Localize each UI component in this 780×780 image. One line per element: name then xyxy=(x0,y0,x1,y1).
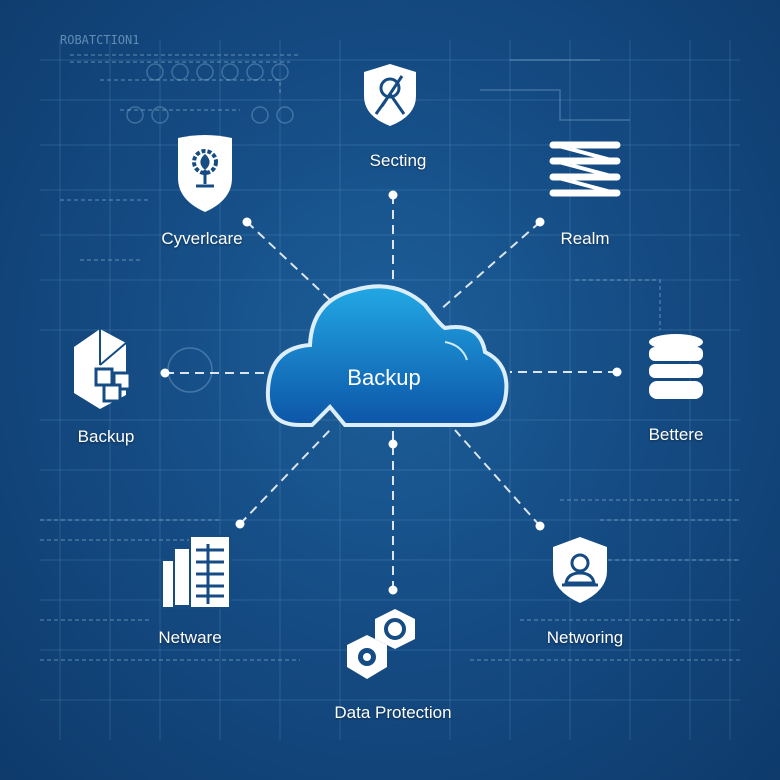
node-label-netware: Netware xyxy=(158,628,222,647)
node-label-backup: Backup xyxy=(77,427,135,446)
documents-icon[interactable] xyxy=(160,534,234,612)
connector-dot xyxy=(535,521,545,531)
shield-user-icon[interactable] xyxy=(550,535,610,605)
database-icon[interactable] xyxy=(647,333,705,403)
node-label-secting: Secting xyxy=(369,151,427,170)
shield-person-icon[interactable] xyxy=(360,62,420,128)
cube-icon[interactable] xyxy=(70,325,140,411)
shield-gear-icon[interactable] xyxy=(176,134,234,214)
node-label-bettere: Bettere xyxy=(648,425,704,444)
connector-dot xyxy=(242,217,252,227)
node-label-data-protection: Data Protection xyxy=(334,703,452,722)
connector-dot xyxy=(388,439,398,449)
center-label: Backup xyxy=(347,365,421,390)
connector-dot xyxy=(388,190,398,200)
server-rack-icon[interactable] xyxy=(547,137,623,207)
gears-icon[interactable] xyxy=(345,605,425,685)
corner-label: ROBATCTION1 xyxy=(60,33,140,47)
node-label-realm: Realm xyxy=(560,229,610,248)
connector-dot xyxy=(160,368,170,378)
node-label-networing: Networing xyxy=(546,628,624,647)
connector-dot xyxy=(388,585,398,595)
connector-dot xyxy=(612,367,622,377)
node-label-cyverlcare: Cyverlcare xyxy=(161,229,243,248)
connector-dot xyxy=(235,519,245,529)
connector-dot xyxy=(535,217,545,227)
